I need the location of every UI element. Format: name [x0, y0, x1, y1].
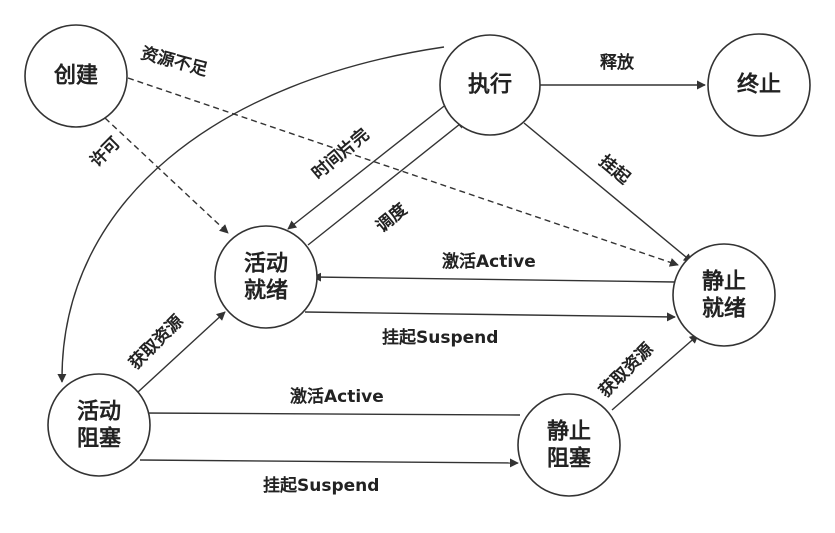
edge-activate-blocked: [139, 408, 521, 418]
label-suspend-blocked: 挂起Suspend: [263, 475, 379, 496]
label-activate-blocked: 激活Active: [290, 386, 384, 407]
node-execute-line-1: 执行: [468, 72, 512, 98]
edge-suspend-blocked: [139, 458, 519, 468]
label-activate-ready: 激活Active: [442, 251, 536, 272]
label-dispatch: 调度: [372, 198, 412, 237]
edge-execute-to-blocked: [57, 46, 445, 383]
node-create-line-1: 创建: [53, 64, 98, 89]
node-create: 创建: [24, 24, 128, 128]
label-acquire-resource-active: 获取资源: [125, 311, 188, 374]
edge-activate-ready: [312, 272, 676, 283]
node-active-ready-line-2: 就绪: [244, 278, 288, 304]
node-active-blocked: 活动 阻塞: [47, 373, 151, 477]
node-static-ready: 静止 就绪: [672, 243, 776, 347]
label-resource-shortage: 资源不足: [139, 43, 210, 81]
node-terminate: 终止: [707, 33, 811, 137]
node-static-ready-line-2: 就绪: [702, 296, 746, 322]
node-active-ready-line-1: 活动: [244, 252, 288, 277]
node-static-blocked-line-1: 静止: [547, 419, 591, 445]
edge-acquire-resource-active: [137, 311, 226, 393]
edge-resource-shortage: [127, 77, 679, 267]
edge-suspend-ready: [304, 311, 676, 322]
label-permit: 许可: [86, 133, 125, 172]
node-terminate-line-1: 终止: [737, 72, 781, 98]
node-static-blocked-line-2: 阻塞: [547, 446, 592, 472]
node-active-blocked-line-1: 活动: [77, 400, 121, 425]
node-static-blocked: 静止 阻塞: [517, 393, 621, 497]
edge-time-slice-done: [287, 102, 449, 230]
edge-suspend-exec: [523, 122, 693, 263]
label-time-slice-done: 时间片完: [308, 124, 374, 184]
node-active-blocked-line-2: 阻塞: [77, 426, 122, 452]
label-suspend-ready: 挂起Suspend: [382, 327, 498, 348]
label-release: 释放: [600, 52, 635, 73]
node-execute: 执行: [439, 34, 541, 136]
edge-permit: [104, 117, 229, 234]
edge-dispatch: [307, 119, 466, 246]
node-active-ready: 活动 就绪: [214, 225, 318, 329]
edge-acquire-resource-static: [611, 334, 699, 411]
label-acquire-resource-static: 获取资源: [595, 339, 658, 402]
node-static-ready-line-1: 静止: [702, 269, 746, 295]
label-suspend-exec: 挂起: [595, 151, 635, 190]
